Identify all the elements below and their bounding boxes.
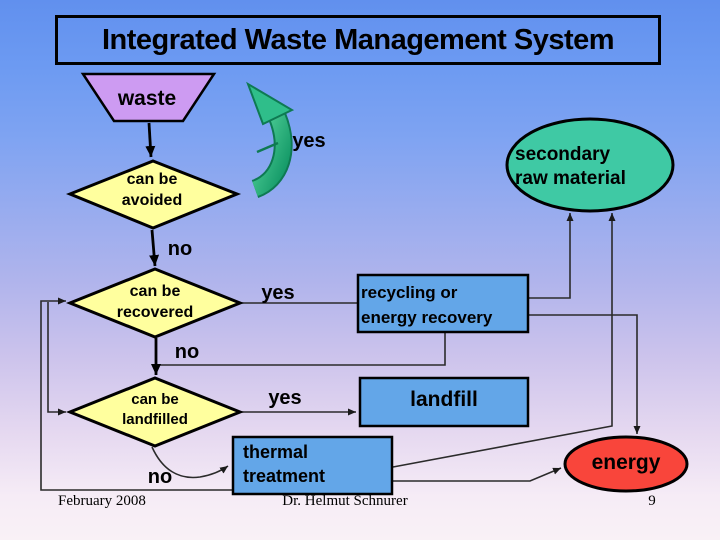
footer-page-number: 9 bbox=[648, 493, 656, 509]
waste-label: waste bbox=[117, 87, 177, 110]
label-avoided-yes: yes bbox=[292, 130, 326, 152]
thermal-treatment-box bbox=[231, 435, 394, 496]
footer-author: Dr. Helmut Schnurer bbox=[282, 493, 408, 509]
label-avoided-no: no bbox=[167, 238, 193, 260]
can-be-recovered-diamond bbox=[65, 267, 245, 339]
recycling-line1: recycling or bbox=[361, 283, 458, 302]
curved-yes-arrow-head bbox=[246, 81, 295, 126]
can-be-recovered-label: can be recovered bbox=[90, 281, 220, 323]
recycling-line2: energy recovery bbox=[361, 308, 493, 327]
secondary-raw-material-ellipse bbox=[505, 117, 675, 213]
thermal-treatment-label: thermal treatment bbox=[243, 440, 389, 488]
slide-title-box: Integrated Waste Management System bbox=[55, 15, 661, 65]
arrow-avoided-no-to-recovered bbox=[149, 229, 160, 267]
can-be-landfilled-diamond bbox=[65, 376, 245, 448]
can-be-recovered-line2: recovered bbox=[116, 304, 194, 321]
secondary-line2: raw material bbox=[515, 168, 626, 189]
footer-date: February 2008 bbox=[58, 493, 146, 509]
secondary-raw-material-label: secondary raw material bbox=[515, 143, 670, 191]
can-be-avoided-line1: can be bbox=[126, 171, 178, 188]
thermal-line1: thermal bbox=[243, 442, 309, 462]
can-be-landfilled-line2: landfilled bbox=[122, 411, 188, 428]
connector-recycling-to-energy bbox=[528, 314, 641, 434]
label-recovered-no: no bbox=[174, 341, 200, 363]
waste-trapezoid bbox=[80, 72, 217, 123]
can-be-landfilled-label: can be landfilled bbox=[90, 390, 220, 430]
thermal-line2: treatment bbox=[243, 466, 326, 486]
connector-thermal-to-energy bbox=[393, 467, 562, 482]
label-recovered-yes: yes bbox=[261, 282, 295, 304]
secondary-line1: secondary bbox=[515, 144, 611, 165]
can-be-landfilled-line1: can be bbox=[131, 391, 179, 408]
can-be-recovered-line1: can be bbox=[129, 283, 181, 300]
landfill-label: landfill bbox=[410, 388, 478, 411]
energy-label: energy bbox=[591, 451, 661, 474]
recycling-box bbox=[356, 273, 530, 334]
recycling-label: recycling or energy recovery bbox=[361, 280, 525, 330]
connector-feedback-to-recovered bbox=[40, 297, 240, 491]
connector-feedback-to-landfilled bbox=[47, 302, 66, 416]
connector-recycling-residue-to-landfilled bbox=[157, 332, 446, 366]
connector-landfilled-no-to-thermal bbox=[151, 446, 229, 479]
connector-thermal-to-secondary bbox=[392, 213, 616, 468]
connector-recycling-to-secondary bbox=[528, 213, 574, 299]
landfill-box bbox=[358, 376, 530, 428]
curved-yes-arrow-fold bbox=[256, 141, 279, 154]
can-be-avoided-label: can be avoided bbox=[93, 169, 211, 211]
curved-yes-arrow bbox=[246, 81, 295, 198]
can-be-avoided-line2: avoided bbox=[121, 192, 183, 209]
can-be-avoided-diamond bbox=[65, 159, 242, 230]
slide-title: Integrated Waste Management System bbox=[101, 23, 615, 56]
label-landfilled-no: no bbox=[147, 466, 173, 488]
energy-ellipse bbox=[563, 435, 689, 493]
arrow-waste-to-avoided bbox=[145, 122, 156, 158]
label-landfilled-yes: yes bbox=[268, 387, 302, 409]
